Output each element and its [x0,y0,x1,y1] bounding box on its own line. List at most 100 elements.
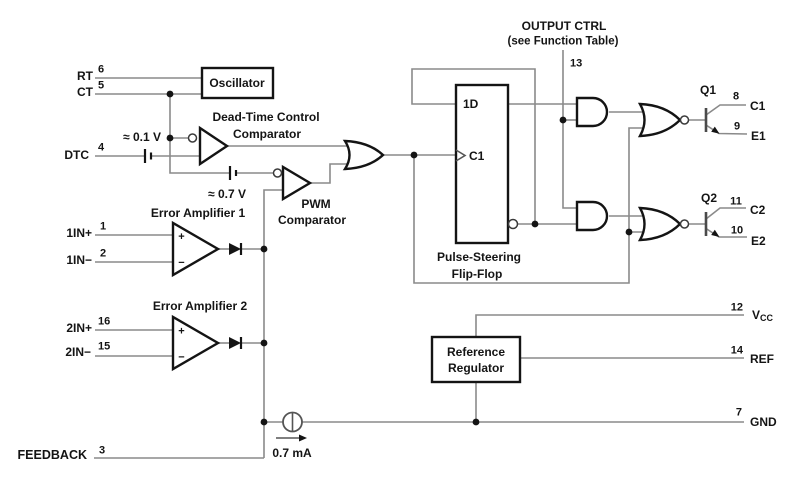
oscillator-box [200,66,275,100]
q1-emitter-arrow-icon [711,126,720,134]
output-ctrl-wire [562,50,577,209]
error-amplifier-2-triangle [171,314,221,372]
pwm-label-line1: PWM [301,197,331,211]
reference-regulator-box [430,335,522,384]
ref-reg-label-line1: Reference [446,345,506,359]
ref-reg-label-line2: Regulator [447,361,505,375]
ea1-minus-sign: − [178,257,184,269]
vcc-subscript: CC [760,313,774,323]
nor-gate-2 [637,206,682,242]
ea2-plus-sign: + [178,326,184,338]
pwm-comparator-input-bubble-icon [272,168,283,178]
error-amplifier-1-triangle [171,220,221,278]
flip-flop-qbar-bubble-icon [507,218,519,230]
pin-e1-number: 9 [733,120,741,133]
pin-vcc-label: VCC [752,309,773,323]
error-amplifier-2-label: Error Amplifier 2 [152,299,248,313]
clock-to-nor-gates-wire [413,127,646,284]
dead-time-label-line1: Dead-Time Control [212,110,320,124]
output-ctrl-label: OUTPUT CTRL [521,19,607,33]
flip-flop-box [454,83,510,245]
vcc-wire [475,314,744,337]
flip-flop-c1-label: C1 [469,149,485,163]
pin-1inn-label: 1IN− [66,253,92,267]
nor1-output-bubble-icon [679,115,690,125]
components: + − + − [143,66,720,442]
pin-vcc-number: 12 [730,301,743,314]
q2-collector-wire [705,207,746,220]
pin-ref-label: REF [750,352,774,366]
pin-ref-number: 14 [730,344,743,357]
pin-c2-number: 11 [730,195,742,208]
pin-dtc-number: 4 [98,141,105,154]
pin-gnd-number: 7 [735,406,742,419]
flip-flop-label-line1: Pulse-Steering [436,250,522,264]
transistor-q1 [704,108,720,134]
oscillator-label: Oscillator [209,76,265,90]
output-ctrl-pin-number: 13 [570,57,583,70]
pin-feedback-label: FEEDBACK [17,447,87,462]
nor-gate-1 [637,102,682,138]
feedback-rail-wire [263,189,283,458]
dtc-offset-label: ≈ 0.1 V [123,130,161,144]
current-arrow-icon [299,434,307,442]
flip-flop-label-line2: Flip-Flop [451,267,503,281]
flip-flop-clock-triangle-icon [455,149,467,162]
pin-2inn-number: 15 [98,340,111,353]
pwm-offset-label: ≈ 0.7 V [208,187,246,201]
battery-0v7 [228,166,238,180]
and-gate-1 [575,96,609,128]
qbar-to-1d-feedback-wire [411,68,536,224]
nor2-output-bubble-icon [679,219,690,229]
pin-ct-label: CT [77,85,93,99]
pwm-label-line2: Comparator [277,213,347,227]
pin-rt-label: RT [77,69,93,83]
diode-2 [229,337,243,349]
wires [94,50,748,459]
pin-rt-number: 6 [98,63,105,76]
transistor-q1-label: Q1 [699,83,717,97]
pin-c1-number: 8 [732,90,740,103]
and-gate-2 [575,200,609,232]
ea2-minus-sign: − [178,352,184,364]
battery-0v1 [143,149,153,163]
pin-2inn-label: 2IN− [65,345,91,359]
pwm-comparator-output-wire [310,163,352,184]
dead-time-comparator-triangle [198,125,230,167]
q1-emitter-wire [705,124,748,135]
pin-feedback-number: 3 [99,444,106,457]
or-gate [342,139,385,171]
q1-collector-wire [705,104,746,116]
dtc-comparator-input-bubble-icon [187,133,198,143]
pin-e1-label: E1 [751,129,766,143]
pwm-comparator-triangle [281,164,313,202]
pin-e2-number: 10 [730,224,744,237]
pin-e2-label: E2 [751,234,766,248]
ea1-plus-sign: + [178,231,184,243]
dead-time-label-line2: Comparator [232,127,302,141]
junction-dots [166,90,633,426]
transistor-q2-label: Q2 [700,191,718,205]
ct-vertical-wire [169,94,229,174]
pin-2inp-number: 16 [98,315,111,328]
pin-1inp-label: 1IN+ [66,226,92,240]
error-amplifier-1-label: Error Amplifier 1 [150,206,246,220]
pin-gnd-label: GND [750,415,777,429]
pin-2inp-label: 2IN+ [66,321,92,335]
pin-1inn-number: 2 [100,247,107,260]
q2-emitter-wire [705,227,747,238]
bias-current-label: 0.7 mA [272,446,312,460]
diode-1 [229,243,243,255]
pin-dtc-label: DTC [64,148,89,162]
pin-c2-label: C2 [750,203,766,217]
pin-ct-number: 5 [98,79,105,92]
flip-flop-1d-label: 1D [463,97,479,111]
pin-1inp-number: 1 [100,220,107,233]
transistor-q2 [704,212,720,237]
q2-emitter-arrow-icon [711,229,720,237]
pin-c1-label: C1 [750,99,766,113]
vcc-main: V [752,308,761,322]
output-ctrl-note-label: (see Function Table) [507,35,619,48]
